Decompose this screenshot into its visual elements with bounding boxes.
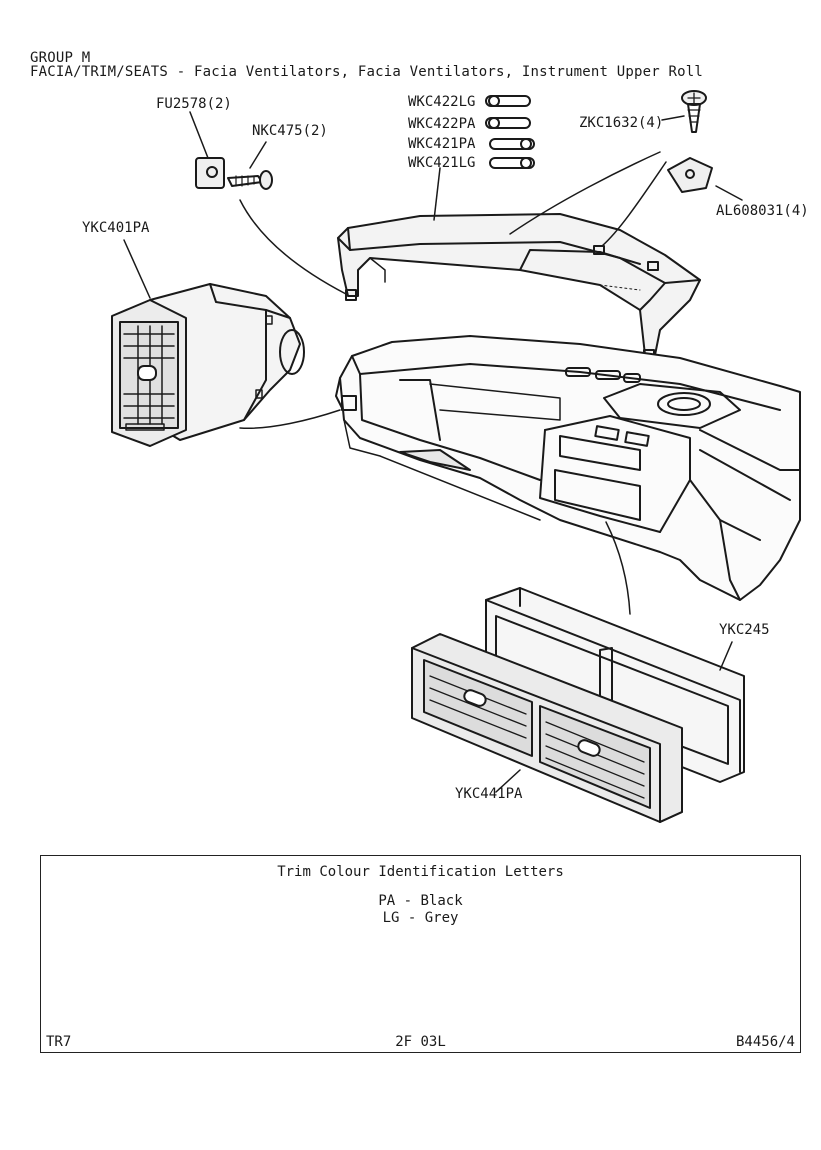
legend-entry-lg: LG - Grey [382, 910, 459, 926]
callout-wkc421pa: WKC421PA [408, 136, 476, 152]
side-ventilator-ykc401pa [111, 283, 305, 447]
grommet-wkc421pa [489, 138, 535, 150]
clip-fu2578 [195, 157, 225, 189]
instrument-upper-roll [337, 213, 701, 361]
footer-drawing-ref: B4456/4 [735, 1034, 795, 1050]
callout-wkc422lg: WKC422LG [408, 94, 476, 110]
clip-al608031 [667, 157, 713, 193]
footer-model: TR7 [46, 1034, 72, 1050]
callout-ykc441pa: YKC441PA [455, 786, 523, 802]
callout-al608031: AL608031(4) [716, 203, 809, 219]
callout-wkc422pa: WKC422PA [408, 116, 476, 132]
callout-ykc245: YKC245 [719, 622, 770, 638]
legend-title: Trim Colour Identification Letters [277, 864, 564, 880]
legend-entry-pa: PA - Black [378, 893, 463, 909]
leader-lines [123, 111, 743, 793]
facia-assembly [335, 335, 801, 601]
grommet-wkc422pa [485, 117, 531, 129]
screw-nkc475 [227, 170, 273, 190]
grommet-wkc422lg [485, 95, 531, 107]
centre-ventilator-ykc441pa [411, 633, 683, 823]
grommet-wkc421lg [489, 157, 535, 169]
screw-zkc1632 [681, 90, 707, 133]
callout-nkc475: NKC475(2) [252, 123, 328, 139]
trim-colour-legend-box: Trim Colour Identification Letters PA - … [40, 855, 801, 1053]
exploded-parts-diagram [111, 90, 801, 823]
group-label: GROUP M [30, 50, 91, 66]
callout-wkc421lg: WKC421LG [408, 155, 476, 171]
callout-ykc401pa: YKC401PA [82, 220, 150, 236]
callout-zkc1632: ZKC1632(4) [579, 115, 664, 131]
section-title: FACIA/TRIM/SEATS - Facia Ventilators, Fa… [30, 64, 704, 80]
callout-fu2578: FU2578(2) [156, 96, 232, 112]
footer-page-number: 2F 03L [395, 1034, 446, 1050]
